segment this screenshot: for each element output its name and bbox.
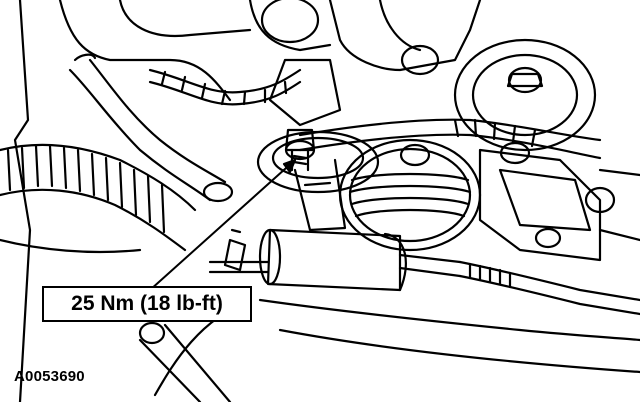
callout-arrowhead [282, 158, 297, 174]
figure-id: A0053690 [14, 368, 85, 385]
upper-housing [248, 0, 482, 127]
tensioner-arm [293, 158, 347, 232]
engine-block [0, 0, 252, 402]
fuel-filter [208, 228, 462, 292]
torque-callout: 25 Nm (18 lb-ft) [42, 286, 252, 322]
coolant-hose [68, 53, 234, 203]
drive-belt [298, 118, 602, 160]
timing-belt [0, 143, 197, 252]
callout-leader [149, 159, 296, 291]
wire-harness [148, 68, 302, 106]
upper-pulley [453, 38, 597, 152]
lower-frame [223, 228, 640, 374]
fuel-line [458, 260, 640, 316]
lower-hose [138, 321, 232, 402]
right-bracket [478, 141, 640, 262]
